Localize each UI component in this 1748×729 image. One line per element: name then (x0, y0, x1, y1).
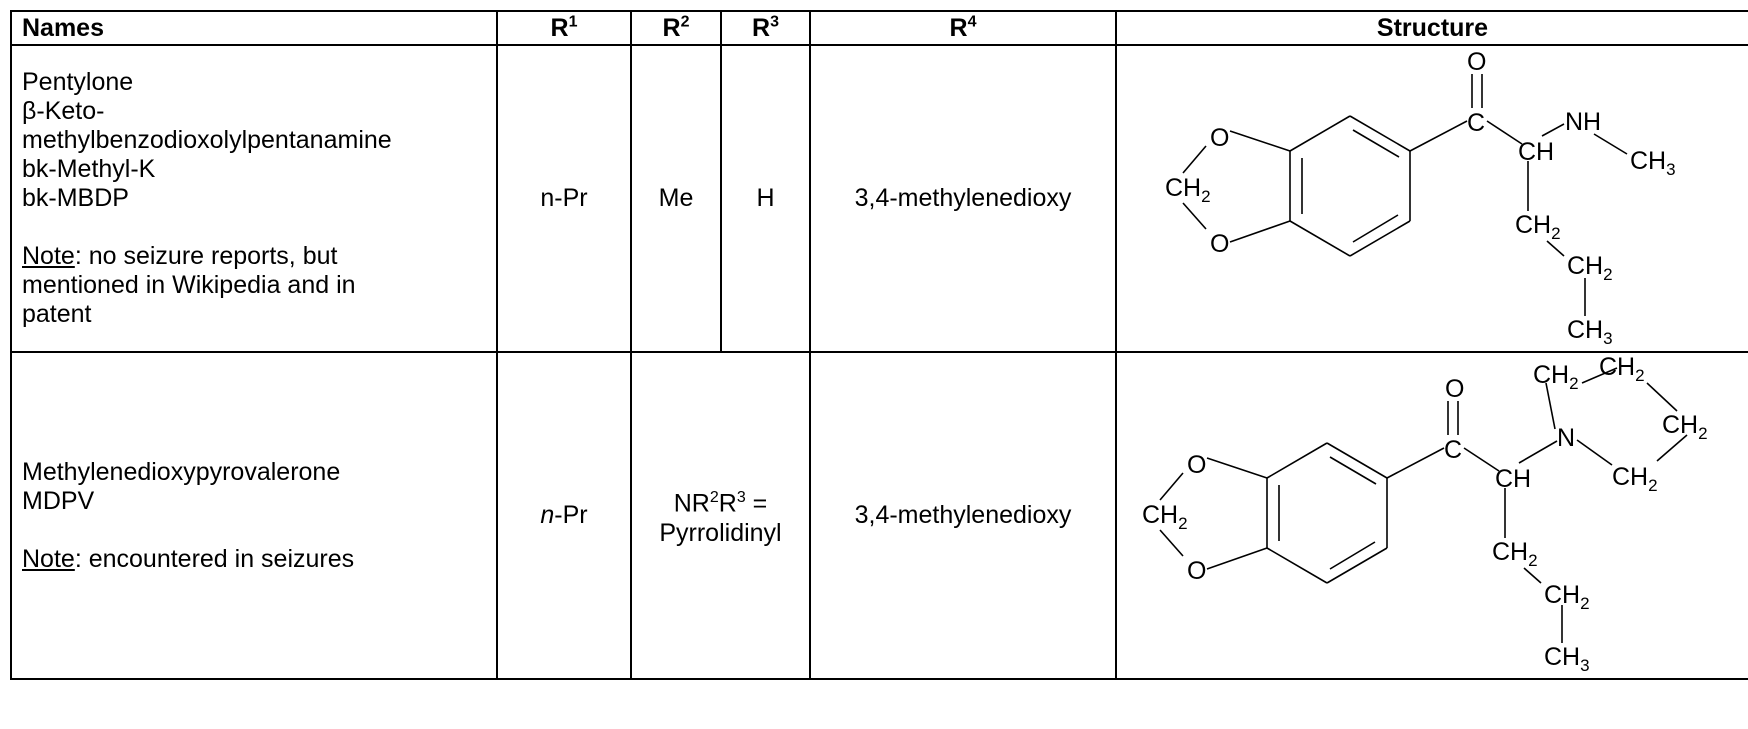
atom-ch2: CH2 (1612, 463, 1658, 495)
names-cell: Methylenedioxypyrovalerone MDPV Note: en… (10, 351, 498, 680)
header-r2: R2 (630, 10, 722, 46)
note-line: mentioned in Wikipedia and in (22, 271, 356, 299)
name-line: Methylenedioxypyrovalerone (22, 457, 341, 486)
atom-ch2-ring: CH2 (1142, 501, 1188, 533)
header-r3: R3 (720, 10, 811, 46)
r1-cell: n-Pr (496, 351, 632, 680)
atom-ch2: CH2 (1599, 353, 1645, 385)
name-line: Pentylone (22, 68, 134, 96)
atom-ch: CH (1495, 465, 1531, 493)
name-line: β-Keto- (22, 97, 105, 125)
structure-cell: O C NH CH CH3 O CH2 O CH2 CH2 CH3 (1115, 44, 1748, 353)
note-line: Note: encountered in seizures (22, 544, 355, 573)
name-line: methylbenzodioxolylpentanamine (22, 126, 392, 154)
atom-ch2-ring: CH2 (1165, 174, 1211, 206)
atom-o-carbonyl: O (1467, 48, 1486, 76)
r2-cell: Me (630, 44, 722, 353)
atom-o-ring: O (1210, 230, 1229, 258)
atom-ch2: CH2 (1544, 581, 1590, 613)
atom-c: C (1467, 109, 1485, 137)
atom-ch2: CH2 (1515, 211, 1561, 243)
substance-table: Names R1 R2 R3 R4 Structure Pentylone β-… (10, 10, 1748, 680)
mdpv-structure: O C N CH CH2 CH2 CH2 CH2 O CH2 O CH2 CH2… (1142, 353, 1708, 675)
header-r4: R4 (809, 10, 1117, 46)
atom-ch3: CH3 (1567, 316, 1613, 346)
note-line: patent (22, 300, 92, 328)
atom-o-ring: O (1187, 451, 1206, 479)
note-label: Note (22, 544, 75, 573)
r1-cell: n-Pr (496, 44, 632, 353)
header-r1: R1 (496, 10, 632, 46)
atom-ch: CH (1518, 138, 1554, 166)
names-cell: Pentylone β-Keto- methylbenzodioxolylpen… (10, 44, 498, 353)
r4-cell: 3,4-methylenedioxy (809, 351, 1117, 680)
note-label: Note (22, 242, 75, 270)
atom-ch3: CH3 (1630, 147, 1676, 179)
atom-o-carbonyl: O (1445, 375, 1464, 403)
atom-c: C (1444, 436, 1462, 464)
table-row: Pentylone β-Keto- methylbenzodioxolylpen… (10, 44, 1748, 353)
atom-n: N (1557, 424, 1575, 452)
atom-ch3: CH3 (1544, 643, 1590, 673)
atom-ch2: CH2 (1567, 252, 1613, 284)
header-names: Names (10, 10, 498, 46)
r3-cell: H (720, 44, 811, 353)
name-line: bk-Methyl-K (22, 155, 156, 183)
atom-o-ring: O (1210, 124, 1229, 152)
header-row: Names R1 R2 R3 R4 Structure (10, 10, 1748, 46)
table-row: Methylenedioxypyrovalerone MDPV Note: en… (10, 351, 1748, 680)
atom-nh: NH (1565, 108, 1601, 136)
atom-ch2: CH2 (1492, 538, 1538, 570)
atom-o-ring: O (1187, 557, 1206, 585)
atom-ch2: CH2 (1662, 411, 1708, 443)
note-line: Note: no seizure reports, but (22, 242, 338, 270)
name-line: bk-MBDP (22, 184, 129, 212)
header-structure: Structure (1115, 10, 1748, 46)
r4-cell: 3,4-methylenedioxy (809, 44, 1117, 353)
atom-ch2: CH2 (1533, 361, 1579, 393)
name-line: MDPV (22, 486, 95, 515)
r2r3-cell: NR2R3 = Pyrrolidinyl (630, 351, 811, 680)
structure-cell: O C N CH CH2 CH2 CH2 CH2 O CH2 O CH2 CH2… (1115, 351, 1748, 680)
pentylone-structure: O C NH CH CH3 O CH2 O CH2 CH2 CH3 (1165, 48, 1676, 348)
